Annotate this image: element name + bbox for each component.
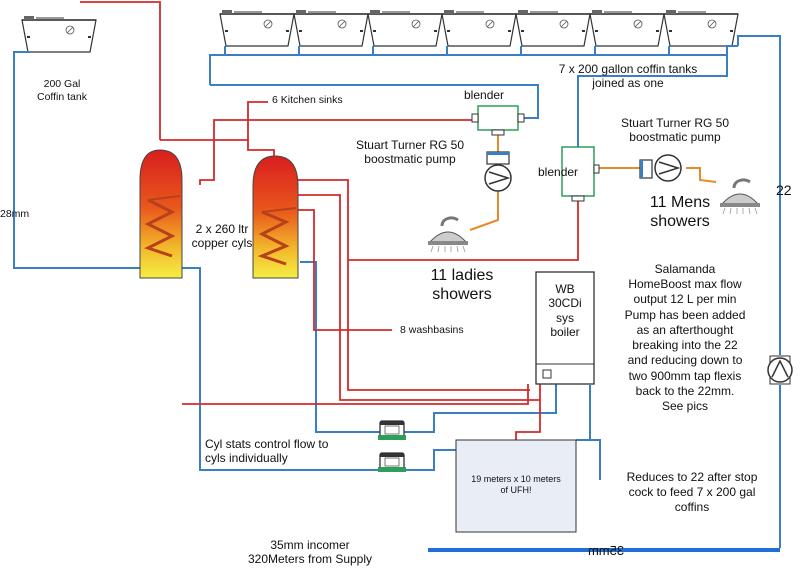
hot-pipes — [80, 1, 579, 440]
kitchen-sinks-label: 6 Kitchen sinks — [272, 94, 343, 106]
washbasins-label: 8 washbasins — [400, 324, 464, 336]
cylinder-left — [139, 149, 183, 279]
mens-showers-label: 11 Mens showers — [649, 194, 711, 231]
blender-right-label: blender — [538, 165, 579, 179]
ufh-label: 19 meters x 10 meters of UFH! — [471, 474, 561, 495]
pump-right-icon — [639, 154, 682, 182]
salamanda-pump-icon — [767, 355, 793, 385]
cylinders-label: 2 x 260 ltr copper cyls — [191, 222, 253, 251]
pipe-28mm-label: 28mm — [0, 208, 30, 220]
cylinder-right — [252, 155, 299, 279]
coffin-tank-row — [219, 9, 739, 47]
pipe-22-label: 22 — [776, 182, 792, 198]
pump-left-icon — [484, 151, 512, 192]
cyl-stats-label: Cyl stats control flow to cyls individua… — [205, 437, 329, 466]
salamanda-note: Salamanda HomeBoost max flow output 12 L… — [624, 262, 746, 414]
blender-top-label: blender — [464, 88, 505, 102]
reduces-note: Reduces to 22 after stop cock to feed 7 … — [626, 470, 758, 515]
coffin-tank-single — [21, 15, 97, 53]
pipe-35mm-mirrored-label: 35mm — [588, 543, 625, 558]
blender-right — [561, 146, 600, 202]
boiler-unit — [535, 271, 595, 385]
pump-left-label: Stuart Turner RG 50 boostmatic pump — [355, 138, 465, 167]
ufh-box — [455, 439, 577, 533]
boiler-label: WB 30CDi sys boiler — [548, 282, 582, 340]
coffin-tank-single-label: 200 Gal Coffin tank — [36, 78, 87, 103]
coffin-tanks-group-label: 7 x 200 gallon coffin tanks joined as on… — [558, 62, 698, 91]
blender-top — [471, 105, 525, 136]
pump-right-label: Stuart Turner RG 50 boostmatic pump — [620, 116, 730, 145]
incomer-label: 35mm incomer 320Meters from Supply — [247, 538, 373, 567]
ladies-showers-label: 11 ladies showers — [430, 267, 494, 304]
cold-pipes — [13, 35, 781, 548]
shower-head-left-icon — [426, 216, 470, 254]
